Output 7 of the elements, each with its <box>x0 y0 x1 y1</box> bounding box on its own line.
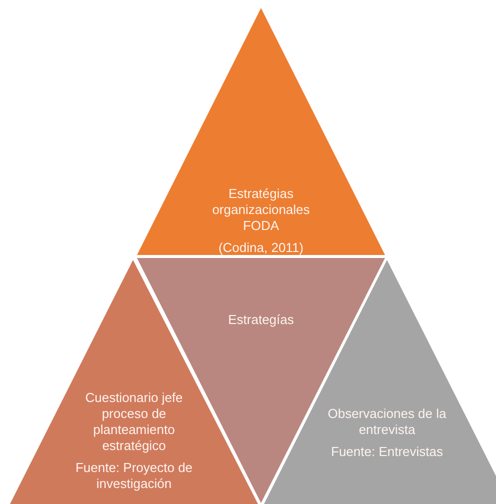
triangle-label: Estratégias organizacionales FODA <box>211 186 311 234</box>
triangle-label: Cuestionario jefe proceso de planteamiento estratégico <box>84 390 184 454</box>
source-note: (Codina, 2011) <box>218 240 304 256</box>
source-note: Fuente: Proyecto de investigación <box>74 460 194 492</box>
triangle-label: Observaciones de la entrevista <box>326 406 448 438</box>
triangle-label: Estrategías <box>228 312 294 328</box>
source-note: Fuente: Entrevistas <box>331 444 443 460</box>
